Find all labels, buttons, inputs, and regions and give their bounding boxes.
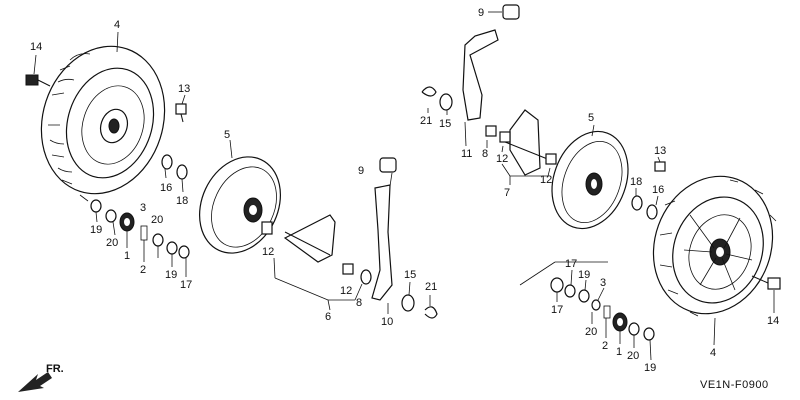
left-bolt xyxy=(25,74,51,87)
callout-16-right: 16 xyxy=(652,184,664,196)
callout-12-right-a: 12 xyxy=(496,153,508,165)
right-wheel xyxy=(652,175,777,317)
callout-21-left: 21 xyxy=(425,281,437,293)
left-leader-lines xyxy=(33,31,431,314)
callout-19-left-b: 19 xyxy=(165,269,177,281)
left-axle-bracket xyxy=(261,214,372,285)
right-pulley xyxy=(551,130,629,230)
callout-1-left: 1 xyxy=(124,250,130,262)
callout-17-right: 17 xyxy=(551,304,563,316)
callout-8-right: 8 xyxy=(482,148,488,160)
callout-13-right: 13 xyxy=(654,145,666,157)
left-nut xyxy=(175,103,187,123)
right-axle-bracket xyxy=(485,109,557,176)
right-bolt xyxy=(751,275,781,290)
callout-10: 10 xyxy=(381,316,393,328)
callout-15-left: 15 xyxy=(404,269,416,281)
callout-8-left: 8 xyxy=(356,297,362,309)
right-nut-washers xyxy=(631,161,666,220)
callout-18-left: 18 xyxy=(176,195,188,207)
left-pulley xyxy=(198,156,282,254)
callout-11: 11 xyxy=(461,148,472,160)
left-washers xyxy=(161,154,188,180)
callout-16-left: 16 xyxy=(160,182,172,194)
callout-21-right: 21 xyxy=(420,115,432,127)
callout-5-left: 5 xyxy=(224,129,230,141)
callout-20-left-b: 20 xyxy=(151,214,163,226)
callout-12-right-b: 12 xyxy=(540,174,552,186)
diagram-code: VE1N-F0900 xyxy=(700,379,769,391)
callout-9-left: 9 xyxy=(358,165,364,177)
right-small-parts xyxy=(550,277,655,341)
callout-20-right-b: 20 xyxy=(627,350,639,362)
callout-19-left-a: 19 xyxy=(90,224,102,236)
callout-17-right-label: 17 xyxy=(565,258,577,270)
callout-19-right-b: 19 xyxy=(644,362,656,374)
callout-18-right: 18 xyxy=(630,176,642,188)
right-leader-lines xyxy=(427,11,775,361)
callout-13-left: 13 xyxy=(178,83,190,95)
callout-6: 6 xyxy=(325,311,331,323)
callout-20-left-a: 20 xyxy=(106,237,118,249)
left-lever xyxy=(371,157,438,319)
callout-9-right: 9 xyxy=(478,7,484,19)
callout-4-right: 4 xyxy=(710,347,716,359)
callout-7: 7 xyxy=(504,187,510,199)
right-lever xyxy=(421,4,520,121)
callout-3-right: 3 xyxy=(600,277,606,289)
callout-2-right: 2 xyxy=(602,340,608,352)
callout-1-right: 1 xyxy=(616,346,622,358)
callout-5-right: 5 xyxy=(588,112,594,124)
callout-17-left: 17 xyxy=(180,279,192,291)
callout-20-right-a: 20 xyxy=(585,326,597,338)
front-direction-arrow: FR. xyxy=(18,363,64,392)
callout-3-left: 3 xyxy=(140,202,146,214)
callout-12-left-b: 12 xyxy=(340,285,352,297)
callout-2-left: 2 xyxy=(140,264,146,276)
callout-19-right-a: 19 xyxy=(578,269,590,281)
callout-14-right: 14 xyxy=(767,315,779,327)
callout-12-left-a: 12 xyxy=(262,246,274,258)
callout-15-right: 15 xyxy=(439,118,451,130)
callout-labels: 4 14 13 5 16 18 19 20 1 3 2 20 19 17 12 … xyxy=(30,7,779,374)
callout-4-left: 4 xyxy=(114,19,120,31)
left-wheel xyxy=(40,45,166,202)
front-label: FR. xyxy=(46,363,64,375)
callout-14-left: 14 xyxy=(30,41,42,53)
